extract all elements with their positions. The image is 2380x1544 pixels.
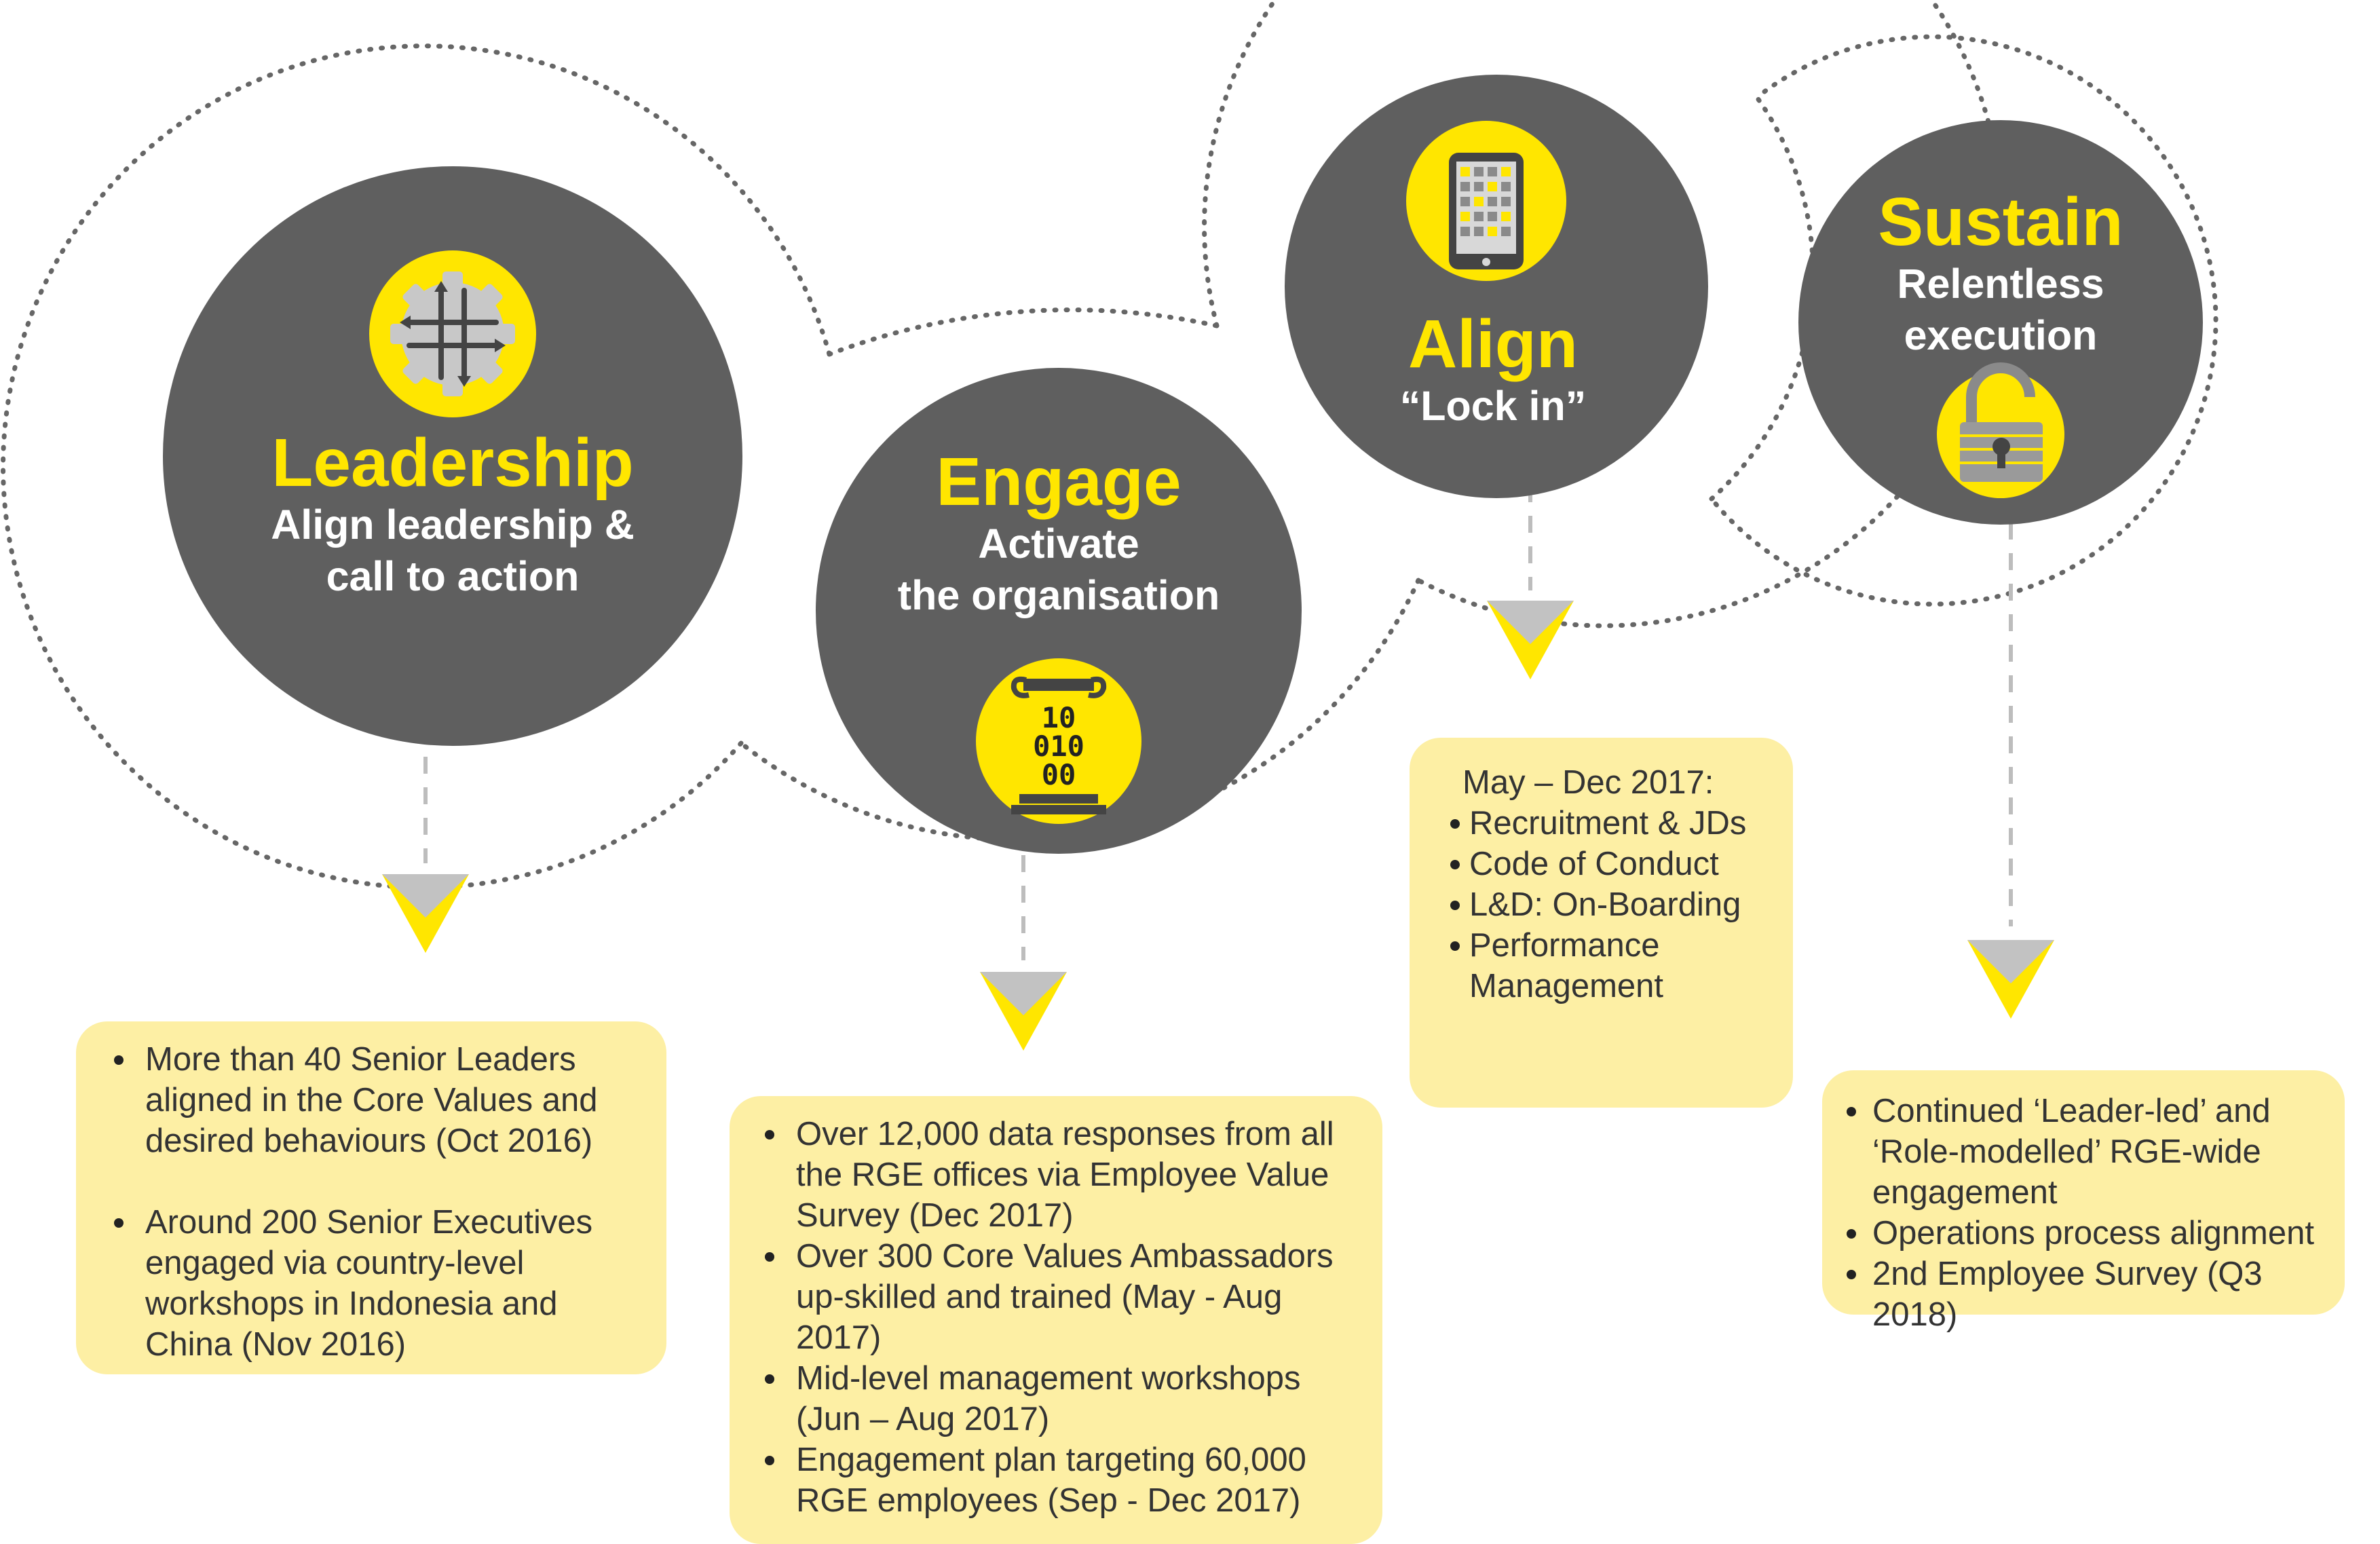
outline-arc-align-right	[1709, 96, 1815, 502]
tablet-icon	[1406, 121, 1566, 281]
stage-circle-leadership	[163, 166, 742, 746]
info-box-sustain: Continued ‘Leader-led’ and ‘Role-modelle…	[1822, 1070, 2345, 1333]
tablet-tile	[1488, 167, 1497, 176]
tablet-tile	[1474, 182, 1484, 191]
info-list-engage: Over 12,000 data responses from all the …	[757, 1114, 1365, 1521]
list-item: L&D: On-Boarding	[1442, 884, 1779, 925]
stage-text-engage: Engage Activate the organisation	[821, 447, 1296, 622]
arrow-engage	[980, 972, 1067, 1051]
binary-digits-row-3: 00	[1042, 758, 1076, 791]
info-list-leadership: More than 40 Senior Leaders aligned in t…	[106, 1039, 646, 1365]
stage-subtitle-leadership-line-2: call to action	[326, 553, 580, 600]
stage-subtitle-sustain-line-1: Relentless	[1897, 261, 2104, 307]
stage-subtitle-engage-line-2: the organisation	[897, 572, 1220, 619]
gear-arrows-icon	[369, 250, 536, 417]
arrow-grey	[980, 972, 1067, 1015]
stage-title-sustain: Sustain	[1878, 184, 2123, 260]
list-item: Engagement plan targeting 60,000 RGE emp…	[757, 1439, 1365, 1521]
list-item: More than 40 Senior Leaders aligned in t…	[106, 1039, 646, 1161]
tablet-tile	[1474, 212, 1484, 221]
tablet-tile	[1460, 182, 1470, 191]
info-box-align: May – Dec 2017: Recruitment & JDs Code o…	[1410, 738, 1793, 1108]
stage-subtitle-leadership-line-1: Align leadership &	[271, 502, 635, 548]
connectors	[423, 485, 2013, 960]
tablet-tile	[1488, 227, 1497, 236]
stage-circle-engage	[816, 368, 1302, 854]
tablet-tile	[1501, 212, 1511, 221]
list-item: Code of Conduct	[1442, 844, 1779, 884]
list-item: Mid-level management workshops (Jun – Au…	[757, 1358, 1365, 1439]
stage-subtitle-engage-line-1: Activate	[978, 521, 1139, 567]
list-item: Continued ‘Leader-led’ and ‘Role-modelle…	[1838, 1091, 2335, 1213]
info-list-align: Recruitment & JDs Code of Conduct L&D: O…	[1442, 803, 1779, 1006]
stage-text-sustain: Sustain Relentless execution	[1811, 187, 2191, 362]
tablet-tile	[1488, 212, 1497, 221]
tablet-tile	[1501, 197, 1511, 206]
list-item: Performance Management	[1442, 925, 1779, 1006]
stage-title-leadership: Leadership	[271, 425, 634, 501]
stage-subtitle-align-line-1: “Lock in”	[1399, 383, 1587, 429]
tablet-tile	[1474, 197, 1484, 206]
stage-subtitle-sustain-line-2: execution	[1904, 312, 2098, 359]
outline-arc-engage-bottom	[738, 578, 1421, 842]
tablet-tile	[1488, 197, 1497, 206]
tablet-tile	[1474, 167, 1484, 176]
binary-digits-row-2: 010	[1033, 730, 1084, 763]
stage-text-leadership: Leadership Align leadership & call to ac…	[181, 428, 724, 603]
info-box-engage: Over 12,000 data responses from all the …	[730, 1096, 1382, 1544]
tablet-tile	[1474, 227, 1484, 236]
tablet-tile	[1460, 227, 1470, 236]
stage-text-align: Align “Lock in”	[1289, 309, 1697, 432]
tablet-tile	[1501, 227, 1511, 236]
padlock-icon	[1937, 362, 2064, 498]
stage-title-engage: Engage	[936, 444, 1182, 520]
info-list-sustain: Continued ‘Leader-led’ and ‘Role-modelle…	[1838, 1091, 2335, 1335]
list-item: Operations process alignment	[1838, 1213, 2335, 1254]
tablet-tile	[1460, 167, 1470, 176]
list-item: Over 12,000 data responses from all the …	[757, 1114, 1365, 1236]
info-box-leadership: More than 40 Senior Leaders aligned in t…	[76, 1021, 666, 1374]
stage-title-align: Align	[1408, 306, 1578, 382]
binary-pillar-icon: 10 010 00	[976, 658, 1141, 824]
info-heading-align: May – Dec 2017:	[1462, 764, 1714, 801]
list-item: Over 300 Core Values Ambassadors up-skil…	[757, 1236, 1365, 1358]
stage-circle-sustain	[1798, 120, 2203, 525]
binary-digits-row-1: 10	[1042, 701, 1076, 734]
arrow-align	[1487, 601, 1574, 679]
arrow-grey	[1967, 940, 2054, 983]
list-item: Recruitment & JDs	[1442, 803, 1779, 844]
tablet-tile	[1501, 167, 1511, 176]
tablet-tile	[1460, 197, 1470, 206]
tablet-tile	[1488, 182, 1497, 191]
arrow-sustain	[1967, 940, 2054, 1019]
list-item: 2nd Employee Survey (Q3 2018)	[1838, 1254, 2335, 1335]
tablet-tile	[1501, 182, 1511, 191]
arrow-grey	[1487, 601, 1574, 644]
list-item: Around 200 Senior Executives engaged via…	[106, 1202, 646, 1365]
arrow-leadership	[382, 874, 469, 953]
tablet-tile	[1460, 212, 1470, 221]
outline-arc-sustain	[1709, 34, 2218, 607]
outline-arc-engage-top	[827, 307, 1220, 357]
arrow-grey	[382, 874, 469, 918]
stage-circle-align	[1285, 75, 1708, 498]
